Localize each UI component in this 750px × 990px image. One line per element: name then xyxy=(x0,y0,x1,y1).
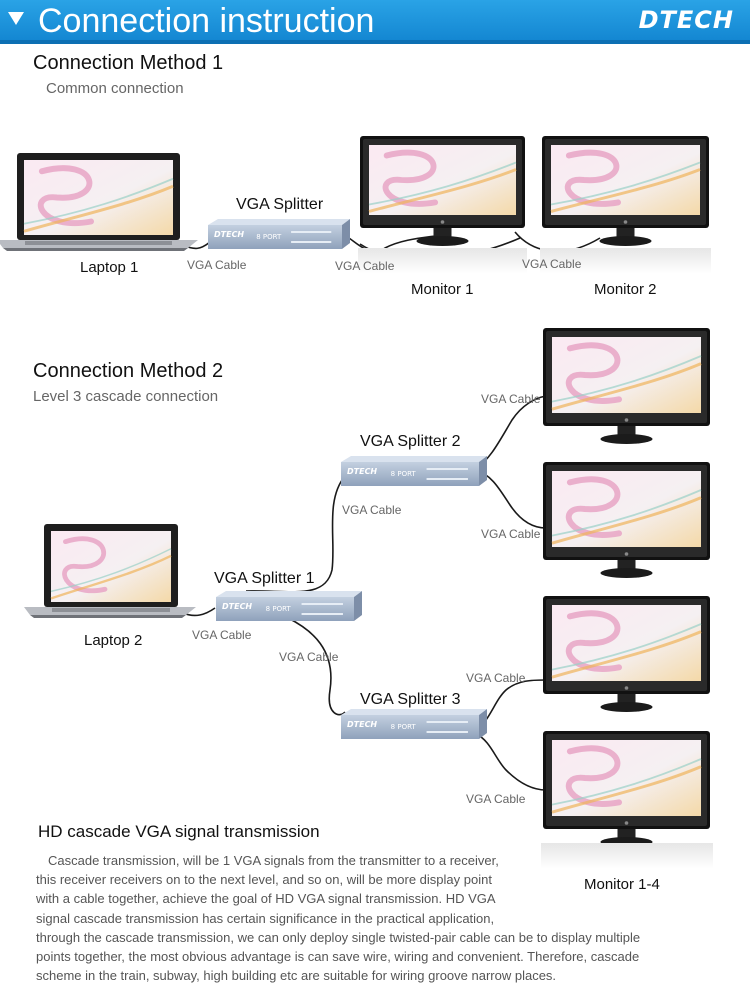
description-line: with a cable together, achieve the goal … xyxy=(36,891,496,907)
method2-cable-label: VGA Cable xyxy=(481,527,541,541)
description-line: signal cascade transmission has certain … xyxy=(36,910,495,926)
description-line: this receiver receivers on to the next l… xyxy=(36,872,492,888)
header-stripe xyxy=(0,40,750,44)
method1-monitor-label: Monitor 1 xyxy=(411,281,474,298)
method2-splitter-label: VGA Splitter 3 xyxy=(360,691,461,708)
monitor xyxy=(540,136,711,274)
vga-cable-line xyxy=(475,395,547,469)
monitor xyxy=(543,328,710,444)
splitter-brand: DTECH xyxy=(222,602,252,611)
splitter-port-text: 8 PORT xyxy=(391,470,417,478)
method1-cable-label: VGA Cable xyxy=(335,259,395,273)
method1-subtitle: Common connection xyxy=(46,80,184,97)
method2-cable-label: VGA Cable xyxy=(466,671,526,685)
method1-splitter-label: VGA Splitter xyxy=(236,196,324,213)
monitor xyxy=(543,462,710,578)
vga-cable-line xyxy=(475,733,547,791)
monitor xyxy=(358,136,527,274)
splitter-port-text: 8 PORT xyxy=(391,723,417,731)
description-line: points together, the most obvious advant… xyxy=(36,949,640,965)
brand-logo: DTECH xyxy=(638,6,734,34)
vga-cable-line xyxy=(287,617,346,716)
method2-cable-label: VGA Cable xyxy=(192,628,252,642)
method2-cable-label: VGA Cable xyxy=(279,650,339,664)
triangle-down-icon xyxy=(8,12,24,25)
method1-cable-label: VGA Cable xyxy=(187,258,247,272)
laptop xyxy=(0,153,198,251)
method2-laptop-label: Laptop 2 xyxy=(84,632,143,649)
method2-cable-label: VGA Cable xyxy=(481,392,541,406)
splitter-brand: DTECH xyxy=(214,230,244,239)
laptop xyxy=(24,524,196,618)
method1-cable-label: VGA Cable xyxy=(522,257,582,271)
splitter-port-text: 8 PORT xyxy=(256,233,282,241)
description-line: scheme in the train, subway, high buildi… xyxy=(36,968,557,984)
description-line: through the cascade transmission, we can… xyxy=(36,929,641,945)
method2-cable-label: VGA Cable xyxy=(342,503,402,517)
monitor xyxy=(543,596,710,712)
method1-title: Connection Method 1 xyxy=(33,52,224,74)
vga-splitter: DTECH 8 PORT xyxy=(341,709,487,739)
header-bar xyxy=(0,0,750,40)
vga-splitter: DTECH 8 PORT xyxy=(208,219,350,249)
method2-cable-label: VGA Cable xyxy=(466,792,526,806)
description-paragraph: Cascade transmission, will be 1 VGA sign… xyxy=(36,851,736,985)
vga-cable-line xyxy=(475,469,547,529)
method2-subtitle: Level 3 cascade connection xyxy=(33,388,219,405)
splitter-port-text: 8 PORT xyxy=(266,605,292,613)
vga-splitter: DTECH 8 PORT xyxy=(216,591,362,621)
splitter-brand: DTECH xyxy=(347,720,377,729)
header-title: Connection instruction xyxy=(38,2,375,40)
description-line: Cascade transmission, will be 1 VGA sign… xyxy=(48,853,499,868)
method2-title: Connection Method 2 xyxy=(33,360,224,382)
description-title: HD cascade VGA signal transmission xyxy=(38,822,320,841)
monitor-reflection xyxy=(541,843,713,869)
method2-monitor-group-label: Monitor 1-4 xyxy=(584,876,660,893)
splitter-brand: DTECH xyxy=(347,467,377,476)
vga-splitter: DTECH 8 PORT xyxy=(341,456,487,486)
method1-laptop-label: Laptop 1 xyxy=(80,259,139,276)
method1-monitor-label: Monitor 2 xyxy=(594,281,657,298)
method2-splitter-label: VGA Splitter 2 xyxy=(360,433,461,450)
monitor xyxy=(543,731,710,847)
method2-splitter-label: VGA Splitter 1 xyxy=(214,570,315,587)
